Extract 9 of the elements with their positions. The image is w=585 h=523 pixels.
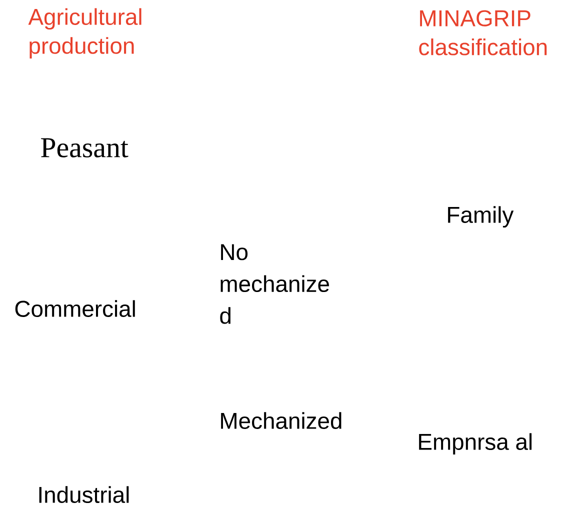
category-label: Mechanized bbox=[221, 412, 342, 430]
column-heading: Agricultural production bbox=[28, 8, 142, 58]
category-label: Peasant bbox=[41, 138, 128, 158]
category-label: Industrial bbox=[39, 486, 129, 504]
column-heading: MINAGRIP classification bbox=[419, 10, 547, 56]
category-label: Commercial bbox=[15, 300, 135, 318]
category-label: Family bbox=[448, 206, 514, 228]
category-label: No mechanize d bbox=[220, 244, 329, 324]
category-label: Empnrsa al bbox=[419, 433, 532, 455]
